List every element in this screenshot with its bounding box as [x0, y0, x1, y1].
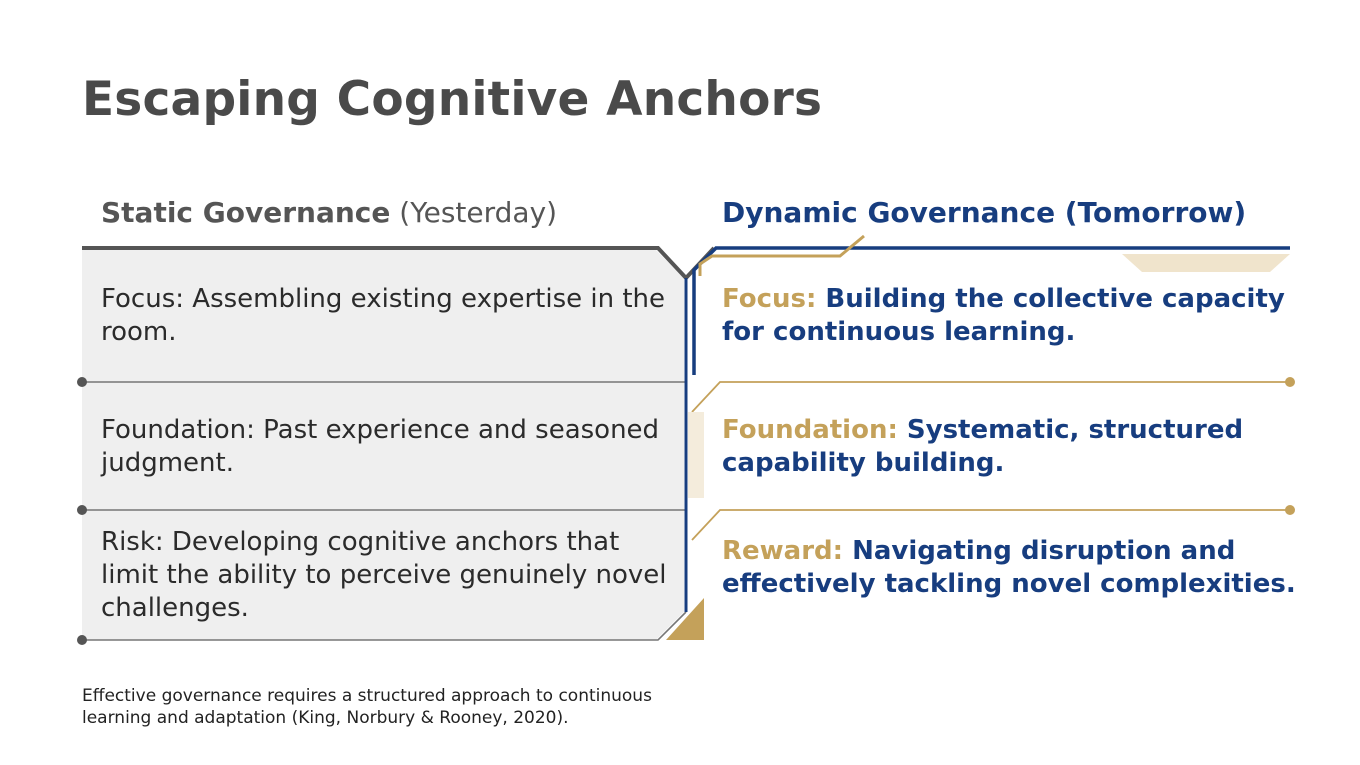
static-divider-1-dot [77, 377, 87, 387]
dynamic-row-focus: Focus: Building the collective capacity … [722, 283, 1322, 349]
dynamic-row-foundation: Foundation: Systematic, structured capab… [722, 414, 1322, 480]
dynamic-row-reward: Reward: Navigating disruption and effect… [722, 535, 1322, 601]
static-panel [82, 250, 684, 640]
dynamic-row-focus-key: Focus: [722, 284, 817, 314]
static-row-risk: Risk: Developing cognitive anchors that … [82, 526, 682, 625]
static-bottom-rule [82, 611, 687, 641]
dynamic-row-focus-text: Building the collective capacity for con… [722, 284, 1285, 347]
static-row-risk-text: Risk: Developing cognitive anchors that … [101, 527, 667, 623]
dynamic-row-reward-text: Navigating disruption and effectively ta… [722, 536, 1296, 599]
dynamic-governance-header: Dynamic Governance (Tomorrow) [722, 196, 1247, 229]
static-header-bold: Static Governance [101, 196, 391, 229]
static-row-focus: Focus: Assembling existing expertise in … [82, 283, 682, 349]
static-bottom-dot [77, 635, 87, 645]
gold-fade-bar [1122, 254, 1290, 272]
static-governance-header: Static Governance (Yesterday) [101, 196, 557, 229]
dynamic-divider-2 [691, 509, 1290, 541]
dynamic-divider-1-dot [1285, 377, 1295, 387]
dynamic-row-foundation-key: Foundation: [722, 415, 898, 445]
dynamic-row-foundation-text: Systematic, structured capability buildi… [722, 415, 1244, 478]
static-divider-2-dot [77, 505, 87, 515]
static-row-focus-text: Focus: Assembling existing expertise in … [101, 284, 666, 347]
dynamic-divider-2-dot [1285, 505, 1295, 515]
gold-accent-top [698, 234, 865, 276]
dynamic-row-reward-key: Reward: [722, 536, 844, 566]
static-row-foundation: Foundation: Past experience and seasoned… [82, 414, 682, 480]
dynamic-divider-1 [691, 381, 1290, 413]
dynamic-strip [688, 412, 704, 498]
static-header-rest: (Yesterday) [390, 196, 558, 229]
page-title: Escaping Cognitive Anchors [82, 72, 823, 127]
static-row-foundation-text: Foundation: Past experience and seasoned… [101, 415, 660, 478]
footnote: Effective governance requires a structur… [82, 686, 652, 728]
gold-bottom-corner [666, 598, 704, 640]
